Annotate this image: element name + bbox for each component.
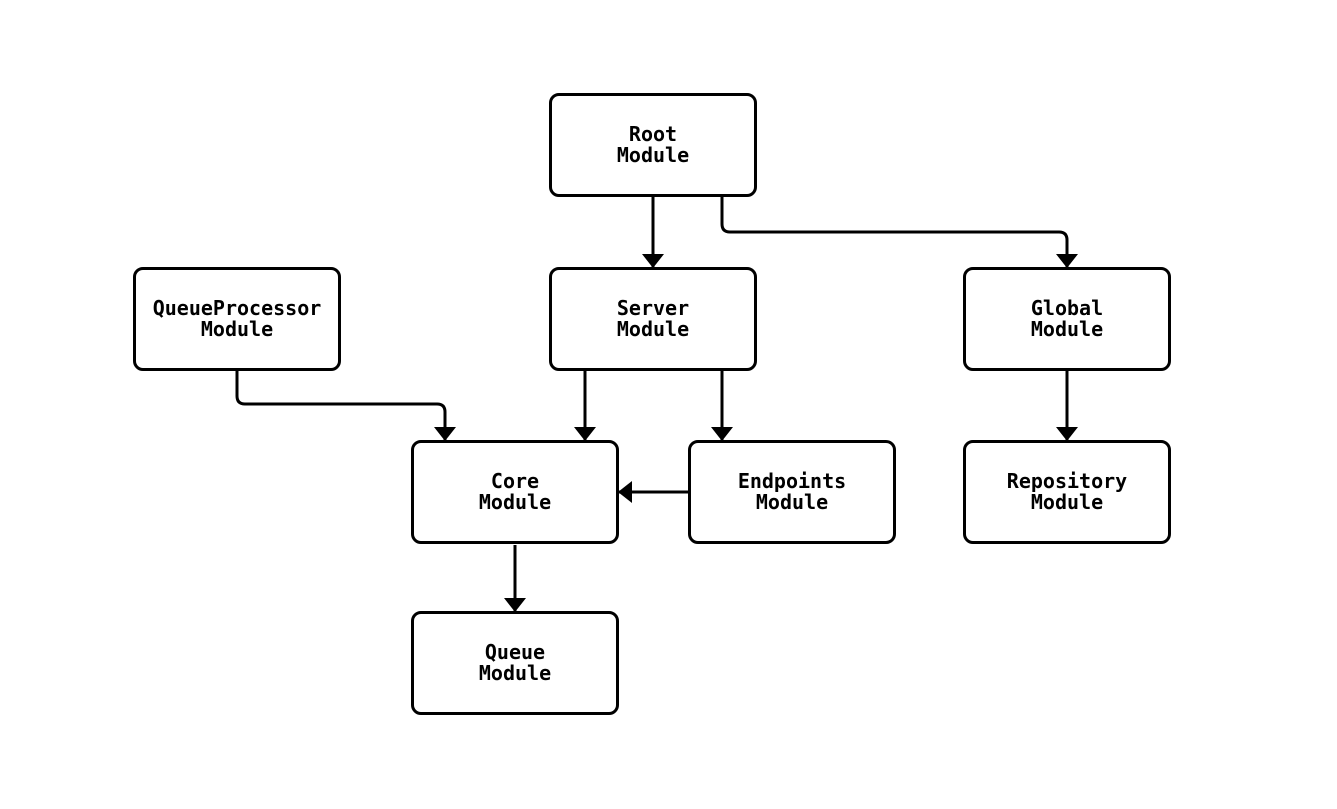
node-queueprocessor-module: QueueProcessor Module: [133, 267, 341, 371]
node-repository-module: Repository Module: [963, 440, 1171, 544]
node-label: Repository Module: [1006, 469, 1128, 514]
node-label: Server Module: [616, 296, 690, 341]
node-label: Core Module: [478, 469, 552, 514]
node-root-module: Root Module: [549, 93, 757, 197]
node-server-module: Server Module: [549, 267, 757, 371]
node-global-module: Global Module: [963, 267, 1171, 371]
node-label: Endpoints Module: [737, 469, 847, 514]
edge-queueprocessor-core: [235, 371, 456, 441]
node-label: Root Module: [616, 122, 690, 167]
node-queue-module: Queue Module: [411, 611, 619, 715]
edge-root-global: [720, 197, 1078, 268]
node-label: QueueProcessor Module: [152, 296, 322, 341]
node-core-module: Core Module: [411, 440, 619, 544]
node-label: Global Module: [1030, 296, 1104, 341]
node-label: Queue Module: [478, 640, 552, 685]
node-endpoints-module: Endpoints Module: [688, 440, 896, 544]
